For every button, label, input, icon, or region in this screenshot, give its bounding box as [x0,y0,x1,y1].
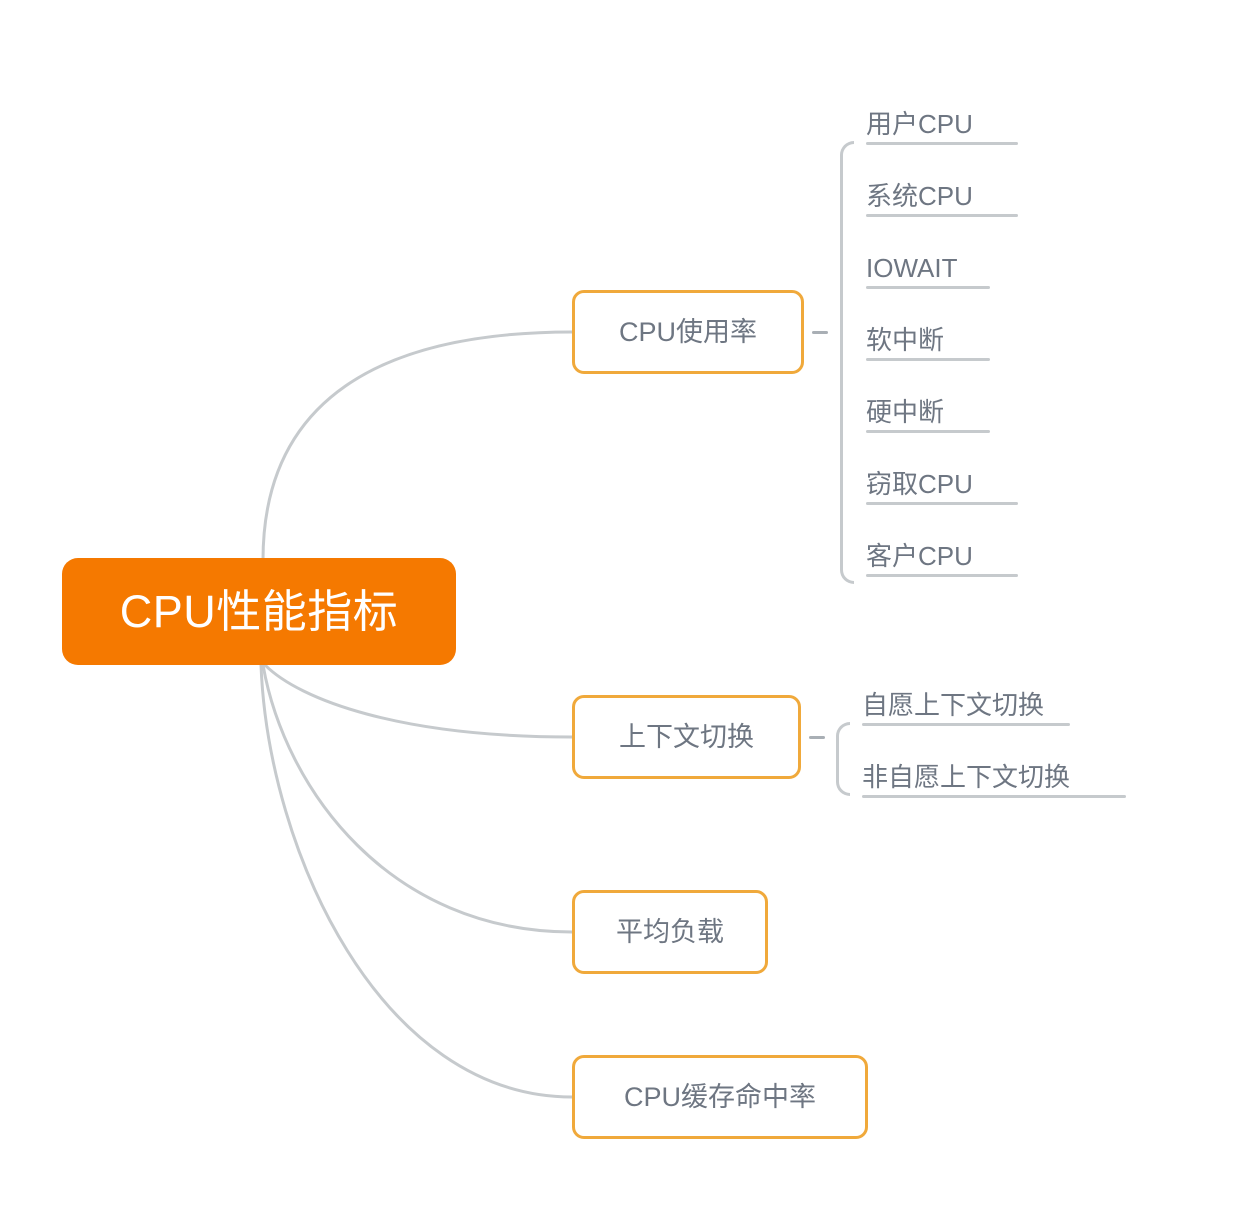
leaf-underline [866,286,990,289]
leaf-item[interactable]: 客户CPU [866,527,1018,577]
leaf-underline [866,214,1018,217]
branch-node-load-average[interactable]: 平均负载 [572,890,768,974]
leaf-label: IOWAIT [866,253,958,283]
branch-node-cpu-usage-label: CPU使用率 [618,316,757,347]
root-node-label: CPU性能指标 [119,586,399,637]
branch-node-cpu-usage[interactable]: CPU使用率 [572,290,804,374]
leaf-item[interactable]: 软中断 [866,311,990,361]
spine-cpu-usage [840,155,843,570]
leaf-label: 非自愿上下文切换 [862,762,1071,792]
spine-cap-bottom-context-switch [836,782,850,796]
edge-root-to-ctx-switch [263,663,574,739]
leaf-label: 软中断 [866,325,945,355]
leaf-underline [866,574,1018,577]
leaf-underline [866,142,1018,145]
branch-node-context-switch-label: 上下文切换 [619,721,754,752]
leaf-label: 窃取CPU [866,469,973,499]
branch-node-cache-hit-rate[interactable]: CPU缓存命中率 [572,1055,868,1139]
dash-stub-cpu-usage [812,331,828,334]
leaf-label: 系统CPU [866,181,973,211]
root-node[interactable]: CPU性能指标 [62,558,456,665]
edge-root-to-cpu-usage [261,330,574,562]
leaf-item[interactable]: 窃取CPU [866,455,1018,505]
spine-cap-top-context-switch [836,722,850,736]
spine-context-switch [836,736,839,782]
leaf-label: 自愿上下文切换 [862,690,1045,720]
leaf-item[interactable]: 非自愿上下文切换 [862,748,1126,798]
branch-node-cache-hit-rate-label: CPU缓存命中率 [623,1081,816,1112]
branch-node-load-average-label: 平均负载 [616,916,724,947]
leaf-underline [866,358,990,361]
edge-root-to-load-average [261,663,574,934]
leaf-item[interactable]: 硬中断 [866,383,990,433]
leaf-underline [862,795,1126,798]
leaf-item[interactable]: IOWAIT [866,239,990,289]
spine-cap-top-cpu-usage [840,141,854,155]
branch-node-context-switch[interactable]: 上下文切换 [572,695,801,779]
leaf-item[interactable]: 系统CPU [866,167,1018,217]
leaf-label: 客户CPU [866,541,973,571]
spine-cap-bottom-cpu-usage [840,570,854,584]
leaf-underline [866,502,1018,505]
leaf-label: 用户CPU [866,109,973,139]
leaf-underline [866,430,990,433]
leaf-underline [862,723,1070,726]
leaf-item[interactable]: 用户CPU [866,95,1018,145]
edge-root-to-cache-hit [259,663,574,1099]
leaf-item[interactable]: 自愿上下文切换 [862,676,1070,726]
leaf-label: 硬中断 [866,397,945,427]
dash-stub-context-switch [809,736,825,739]
